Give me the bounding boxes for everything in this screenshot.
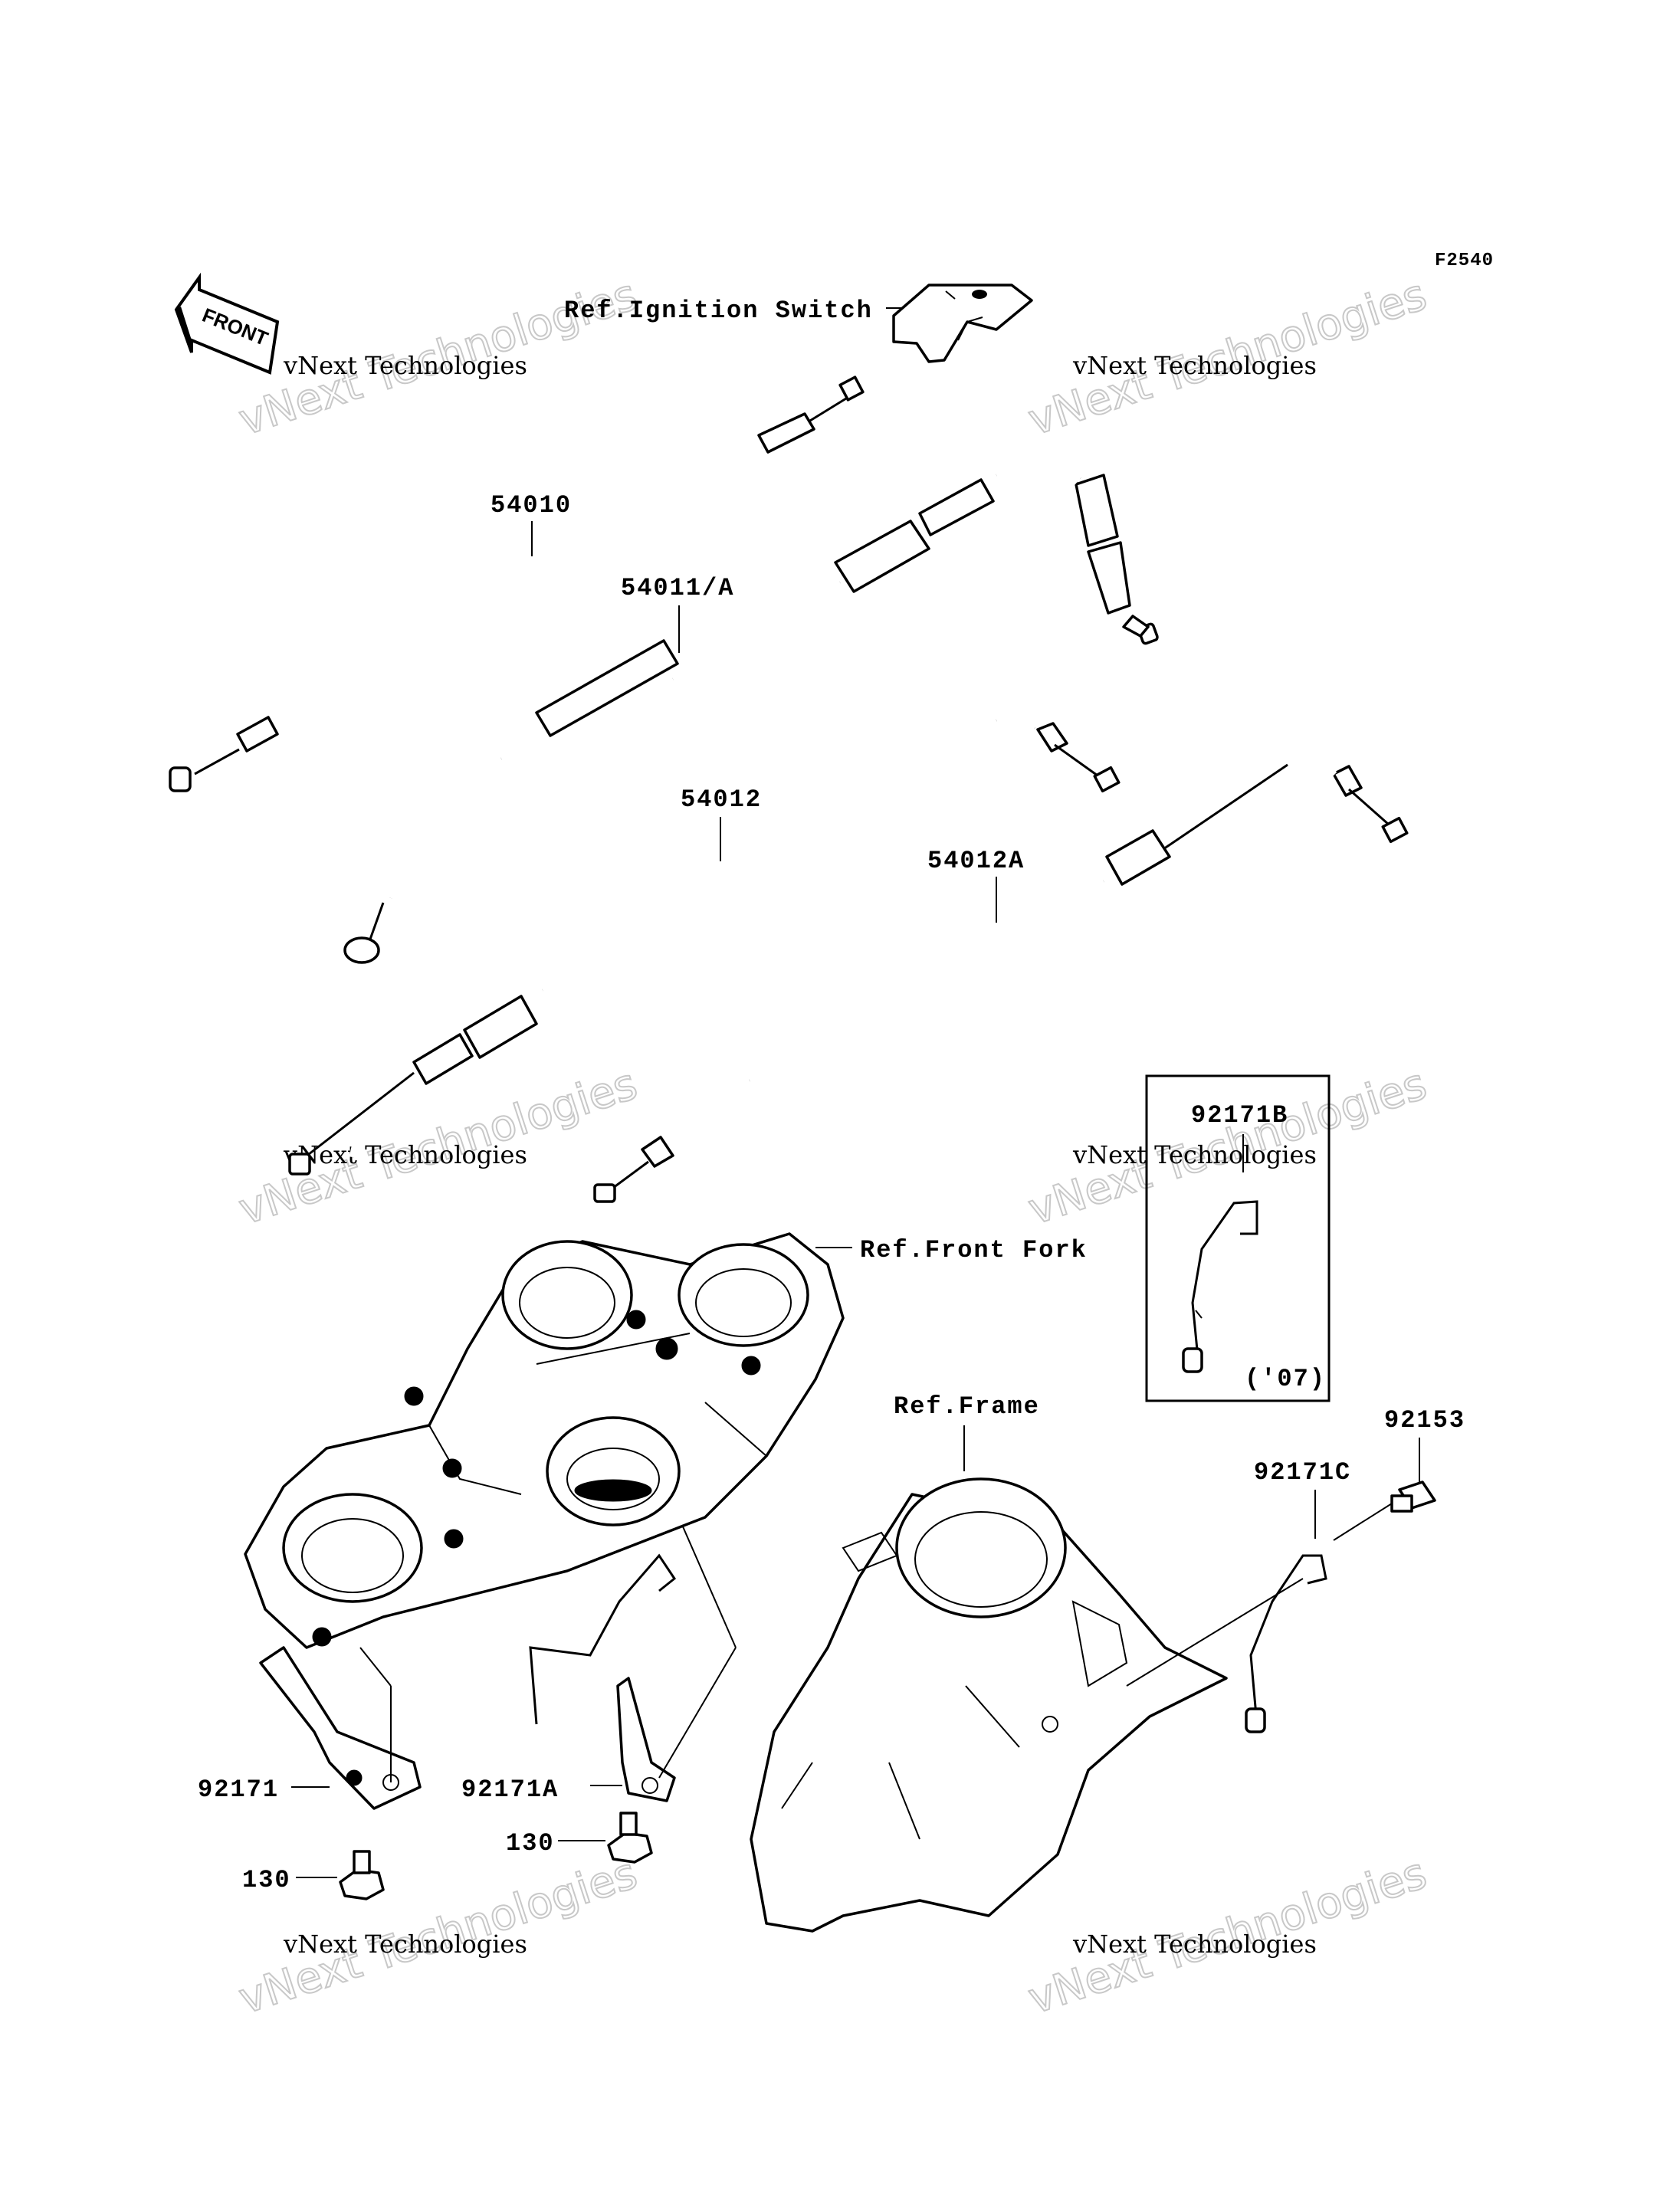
- ignition-switch-ref: Ref.Ignition Switch: [564, 284, 1033, 363]
- watermark-text: vNext Technologies: [283, 351, 527, 380]
- ref-ignition-switch-label: Ref.Ignition Switch: [564, 297, 873, 325]
- watermark-6: vNext Technologies vNext Technologies: [1022, 1848, 1433, 2025]
- label-92153: 92153: [1384, 1406, 1465, 1435]
- label-54011a: 54011/A: [621, 574, 734, 602]
- guide-92171a: 92171A 130: [461, 1524, 737, 1864]
- cable-54012a: 54012A: [593, 756, 1409, 1203]
- label-92171: 92171: [198, 1776, 279, 1804]
- label-54010: 54010: [491, 491, 572, 520]
- label-54012a: 54012A: [927, 847, 1025, 875]
- watermark-4: vNext Technologies vNext Technologies: [1022, 1058, 1433, 1235]
- watermark-text: vNext Technologies: [1072, 1140, 1317, 1169]
- label-54012: 54012: [681, 785, 762, 814]
- watermark-5: vNext Technologies vNext Technologies: [232, 1848, 644, 2025]
- watermark-3: vNext Technologies vNext Technologies: [232, 1058, 644, 1235]
- label-130-left: 130: [242, 1866, 291, 1894]
- inset-92171b: 92171B ('07): [1145, 1074, 1331, 1402]
- watermark-text: vNext Technologies: [283, 1140, 527, 1169]
- cable-54012: 54012: [288, 711, 1121, 1176]
- label-92171a: 92171A: [461, 1776, 559, 1804]
- diagram-code: F2540: [1435, 251, 1494, 271]
- label-130-right: 130: [506, 1829, 555, 1858]
- ref-front-fork-label: Ref.Front Fork: [860, 1236, 1088, 1264]
- watermark-text: vNext Technologies: [1072, 1930, 1317, 1959]
- cable-54010: 54010: [169, 375, 865, 792]
- label-92171c: 92171C: [1254, 1458, 1351, 1487]
- frame-head: Ref.Frame: [750, 1392, 1228, 1933]
- parts-92153-92171c: 92153 92171C: [1126, 1406, 1465, 1733]
- label-92171b: 92171B: [1191, 1101, 1288, 1130]
- watermark-2: vNext Technologies vNext Technologies: [1022, 269, 1433, 446]
- inset-year: ('07): [1245, 1365, 1326, 1393]
- front-arrow-icon: FRONT: [174, 272, 280, 375]
- ref-frame-label: Ref.Frame: [894, 1392, 1040, 1421]
- watermark-text: vNext Technologies: [283, 1930, 527, 1959]
- top-bracket: Ref.Front Fork: [244, 1232, 1088, 1649]
- cable-54011a: 54011/A: [343, 450, 1159, 964]
- watermark-text: vNext Technologies: [1072, 351, 1317, 380]
- guide-92171: 92171 130: [198, 1646, 422, 1900]
